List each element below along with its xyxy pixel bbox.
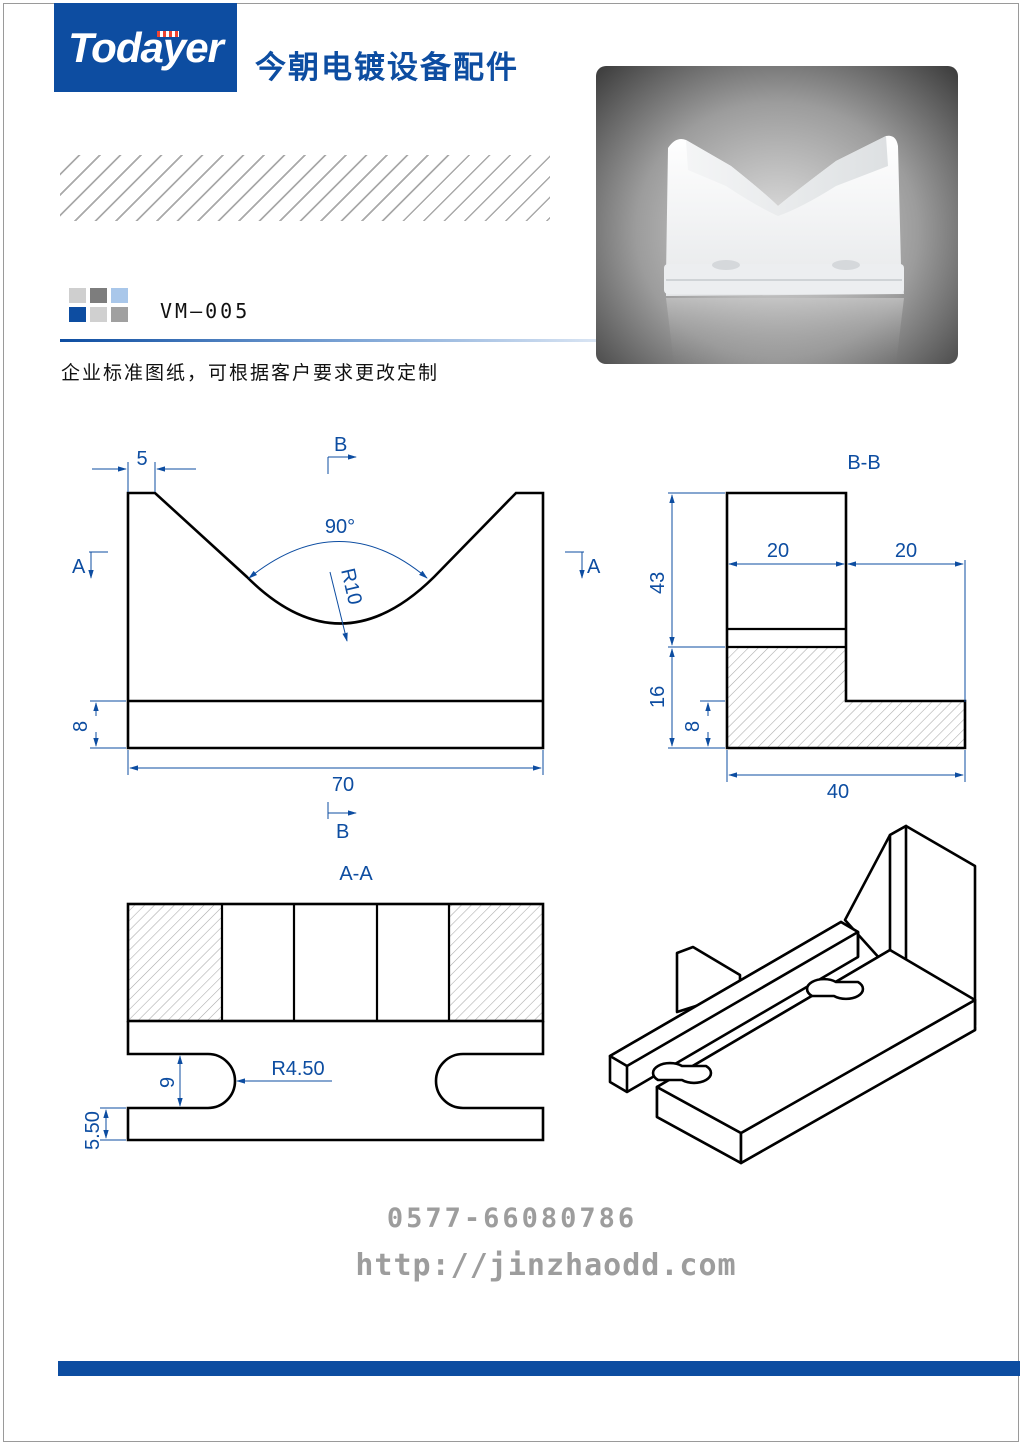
section-aa-hatch-right <box>449 904 543 1021</box>
section-label: A <box>587 556 601 578</box>
section-aa-top-outline <box>126 902 545 1023</box>
dim-base-height: 8 <box>70 721 92 732</box>
dim-bb-right-20: 20 <box>895 540 917 562</box>
section-bb-title: B-B <box>847 452 880 474</box>
swatch <box>69 307 86 322</box>
standard-note: 企业标准图纸，可根据客户要求更改定制 <box>61 362 440 384</box>
logo-checker-mark <box>157 31 179 37</box>
model-number: VM—005 <box>160 299 251 323</box>
front-view-outline <box>126 491 545 750</box>
page-border <box>3 3 1019 1442</box>
product-photo-render <box>664 135 904 364</box>
bottom-accent-bar <box>58 1361 1020 1376</box>
section-aa-hatch-left <box>128 904 222 1021</box>
section-label: A <box>72 556 86 578</box>
front-view: 5 90° R10 8 70 A A <box>70 434 601 843</box>
dim-bb-width-40: 40 <box>827 781 849 803</box>
decorative-hatch-band <box>60 155 550 221</box>
swatch <box>111 288 128 303</box>
dim-top-width: 5 <box>136 448 147 470</box>
dim-bb-height-43: 43 <box>647 572 669 594</box>
product-photo <box>596 66 958 364</box>
section-aa-bottom-outline <box>126 1021 545 1142</box>
section-bb-view: B-B 20 20 43 16 8 40 <box>647 452 967 803</box>
section-marker-a-right: A <box>565 551 601 579</box>
dim-bb-base-8: 8 <box>682 721 704 732</box>
brand-logo: Todayer <box>54 3 237 92</box>
dim-radius: R10 <box>336 566 366 607</box>
isometric-view <box>608 824 977 1165</box>
logo-text: Todayer <box>68 23 224 71</box>
swatch <box>69 288 86 303</box>
swatch <box>90 288 107 303</box>
swatch <box>90 307 107 322</box>
section-aa-title: A-A <box>339 863 373 885</box>
section-label: B <box>334 434 347 456</box>
dim-total-width: 70 <box>332 774 354 796</box>
contact-phone: 0577-66080786 <box>386 1203 638 1234</box>
divider-line <box>60 339 600 342</box>
contact-url: http://jinzhaodd.com <box>355 1248 737 1283</box>
section-marker-a-left: A <box>72 551 108 579</box>
dim-bb-left-20: 20 <box>767 540 789 562</box>
section-aa-view: A-A R4.50 9 5.50 <box>82 863 545 1150</box>
company-name: 今朝电镀设备配件 <box>255 50 519 86</box>
dim-aa-radius: R4.50 <box>271 1058 324 1080</box>
section-label: B <box>336 821 349 843</box>
section-marker-b-top: B <box>327 434 357 474</box>
section-marker-b-bottom: B <box>327 802 357 843</box>
dim-angle: 90° <box>325 516 355 538</box>
dim-aa-slot-9: 9 <box>157 1077 179 1088</box>
dim-aa-base-550: 5.50 <box>82 1111 104 1150</box>
dim-bb-16: 16 <box>647 686 669 708</box>
color-swatches <box>69 288 129 324</box>
swatch <box>111 307 128 322</box>
